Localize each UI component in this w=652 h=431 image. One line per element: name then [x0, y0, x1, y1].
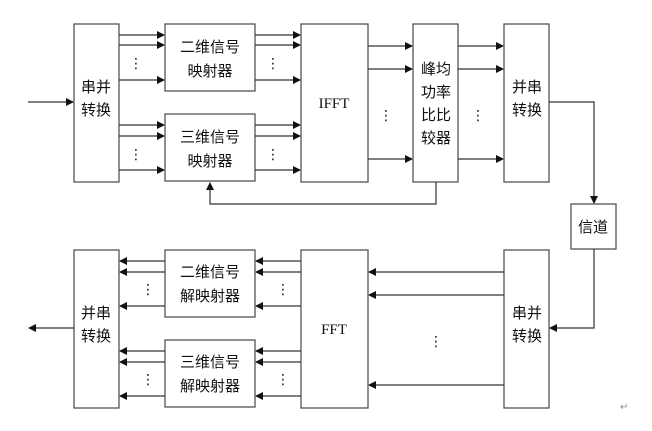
- papr-label-3: 比比: [421, 106, 451, 124]
- tx-ps-label-1: 并串: [512, 78, 542, 96]
- channel-label: 信道: [578, 218, 608, 236]
- channel-block: 信道: [570, 203, 617, 250]
- ellipsis: ⋮: [276, 282, 290, 298]
- ellipsis: ⋮: [129, 56, 143, 72]
- rx-serial-parallel-converter: 串并 转换: [503, 249, 550, 409]
- rx-sp-label-1: 串并: [512, 304, 542, 322]
- demapper-2d-label-2: 解映射器: [180, 287, 240, 305]
- papr-label-4: 较器: [421, 129, 451, 147]
- demapper-3d-label-1: 三维信号: [180, 353, 240, 371]
- tx-sp-label-1: 串并: [81, 78, 111, 96]
- mapper-3d-label-1: 三维信号: [180, 128, 240, 146]
- ifft-label: IFFT: [319, 96, 350, 112]
- tx-parallel-serial-converter: 并串 转换: [503, 23, 550, 183]
- demapper-2d-label-1: 二维信号: [180, 263, 240, 281]
- feedback-arrow: [206, 182, 437, 205]
- tx-serial-parallel-converter: 串并 转换: [73, 23, 120, 183]
- arrow-to-channel: [549, 101, 598, 204]
- ellipsis: ⋮: [141, 372, 155, 388]
- arrow-from-channel: [549, 249, 595, 332]
- ellipsis: ⋮: [266, 56, 280, 72]
- mapper-2d: 二维信号 映射器: [164, 23, 256, 92]
- mapper-2d-label-2: 映射器: [187, 62, 232, 80]
- ellipsis: ⋮: [266, 147, 280, 163]
- ellipsis: ⋮: [129, 147, 143, 163]
- ellipsis: ⋮: [276, 372, 290, 388]
- papr-label-2: 功率: [421, 83, 451, 101]
- tx-sp-label-2: 转换: [81, 101, 111, 119]
- ifft-block: IFFT: [300, 23, 369, 183]
- ellipsis: ⋮: [379, 108, 393, 124]
- fft-label: FFT: [321, 322, 347, 338]
- mapper-2d-label-1: 二维信号: [180, 38, 240, 56]
- tx-ps-label-2: 转换: [512, 101, 542, 119]
- rx-ps-label-1: 并串: [81, 304, 111, 322]
- paragraph-return-mark: ↵: [620, 402, 628, 413]
- rx-parallel-serial-converter: 并串 转换: [73, 249, 120, 409]
- rx-sp-label-2: 转换: [512, 327, 542, 345]
- fft-block: FFT: [300, 249, 369, 409]
- papr-comparator: 峰均 功率 比比 较器: [412, 23, 459, 183]
- ellipsis: ⋮: [471, 108, 485, 124]
- ellipsis: ⋮: [429, 334, 443, 350]
- rx-ps-label-2: 转换: [81, 327, 111, 345]
- mapper-3d: 三维信号 映射器: [164, 113, 256, 182]
- papr-label-1: 峰均: [421, 60, 451, 78]
- demapper-2d: 二维信号 解映射器: [164, 249, 256, 318]
- demapper-3d: 三维信号 解映射器: [164, 339, 256, 408]
- mapper-3d-label-2: 映射器: [187, 152, 232, 170]
- ellipsis: ⋮: [141, 282, 155, 298]
- demapper-3d-label-2: 解映射器: [180, 377, 240, 395]
